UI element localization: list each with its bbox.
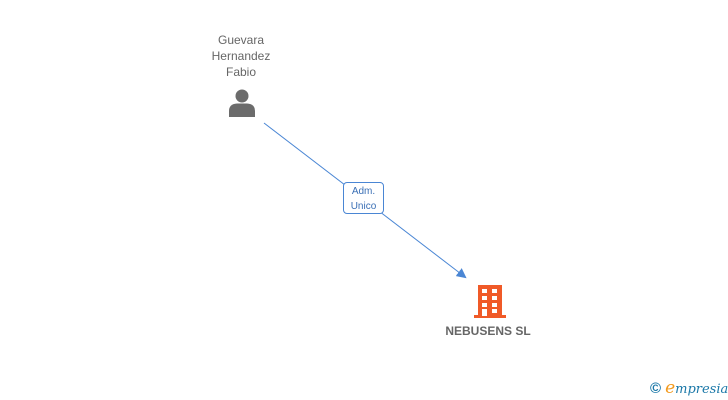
brand-rest: mpresia bbox=[675, 382, 728, 397]
relation-label-line-2: Unico bbox=[350, 201, 377, 212]
brand-initial: e bbox=[665, 378, 676, 398]
building-icon[interactable] bbox=[474, 285, 506, 319]
relation-label-line-1: Adm. bbox=[351, 186, 376, 197]
footer-brand: © empresia bbox=[650, 378, 728, 398]
relation-label[interactable]: Adm. Unico bbox=[343, 182, 384, 214]
brand-logo: empresia bbox=[665, 378, 728, 398]
person-name-line-3: Fabio bbox=[225, 65, 257, 79]
copyright-icon: © bbox=[650, 379, 662, 397]
company-name[interactable]: NEBUSENS SL bbox=[445, 324, 531, 338]
person-name-line-2: Hernandez bbox=[211, 49, 271, 63]
person-icon[interactable] bbox=[227, 88, 257, 118]
person-name[interactable]: Guevara Hernandez Fabio bbox=[186, 32, 296, 80]
person-name-line-1: Guevara bbox=[217, 33, 265, 47]
